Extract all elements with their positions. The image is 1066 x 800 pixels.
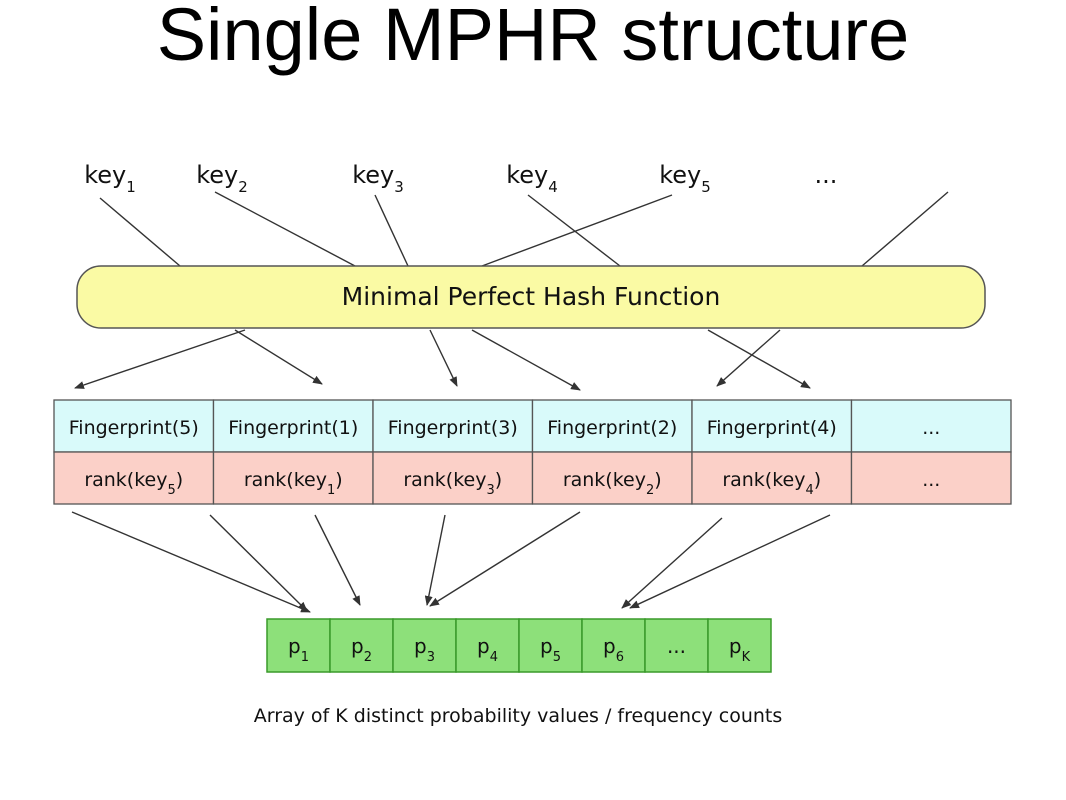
probability-cell: [707, 618, 772, 673]
fingerprint-label: Fingerprint(5): [69, 417, 199, 439]
rank-cell: [212, 451, 374, 505]
key-label-2: key2: [196, 161, 248, 196]
fingerprint-rank-table: Fingerprint(5) Fingerprint(1) Fingerprint(…: [53, 399, 1012, 505]
key5-line: [481, 194, 673, 267]
key-input-lines: [99, 191, 949, 267]
rank-label: rank(key5): [84, 469, 183, 498]
mphf-arrow-6: [707, 329, 811, 389]
rank-arrow-3: [314, 514, 361, 606]
probability-label: p5: [540, 634, 561, 665]
key-labels: key1 key2 key3 key4 key5...: [84, 161, 837, 196]
mphf-label: Minimal Perfect Hash Function: [342, 282, 721, 311]
rank-label: rank(key1): [244, 469, 343, 498]
rank-cell: [850, 451, 1012, 505]
mphf-arrow-4: [471, 329, 581, 391]
fingerprint-cell: [212, 399, 374, 453]
probability-label: p3: [414, 634, 435, 665]
fingerprint-cell: [53, 399, 215, 453]
key4-line: [527, 194, 621, 267]
key-more-line: [861, 191, 949, 267]
mphf-arrow-3: [429, 329, 458, 387]
mphf-arrow-2: [234, 329, 323, 385]
probability-label: p6: [603, 634, 624, 665]
key-label-4: key4: [506, 161, 558, 196]
rank-arrow-7: [629, 514, 831, 609]
key1-line: [99, 197, 181, 267]
rank-arrow-5: [429, 511, 581, 607]
fingerprint-label: Fingerprint(1): [228, 417, 358, 439]
probability-label: ...: [667, 634, 686, 658]
key-label-1: key1: [84, 161, 136, 196]
mphf-box: [76, 265, 986, 329]
probability-array: p1 p2 p3 p4 p5 p6... pK: [266, 618, 772, 673]
probability-label: pK: [729, 634, 751, 665]
key3-line: [374, 194, 409, 267]
fingerprint-label: Fingerprint(4): [707, 417, 837, 439]
mphf-arrow-1: [74, 329, 246, 389]
rank-label: ...: [922, 469, 940, 491]
rank-arrow-6: [621, 517, 723, 609]
rank-label: rank(key3): [403, 469, 502, 498]
array-caption: Array of K distinct probability values /…: [254, 705, 783, 727]
rank-label: rank(key2): [563, 469, 662, 498]
rank-arrow-2: [209, 514, 308, 612]
probability-cell: [392, 618, 457, 673]
probability-label: p2: [351, 634, 372, 665]
fingerprint-cell: [372, 399, 534, 453]
mphf-output-arrows: [74, 329, 811, 391]
rank-arrow-1: [71, 511, 311, 613]
probability-label: p1: [288, 634, 309, 665]
key-label-more: ...: [815, 161, 838, 189]
rank-cell: [531, 451, 693, 505]
rank-cell: [691, 451, 853, 505]
probability-cell: [581, 618, 646, 673]
key2-line: [214, 191, 356, 267]
mphf-arrow-5: [716, 329, 781, 387]
probability-cell: [329, 618, 394, 673]
probability-cell: [455, 618, 520, 673]
rank-to-probability-arrows: [71, 511, 831, 613]
key-label-3: key3: [352, 161, 404, 196]
fingerprint-label: Fingerprint(2): [547, 417, 677, 439]
rank-arrow-4: [424, 514, 446, 606]
fingerprint-label: ...: [922, 417, 940, 439]
key-label-5: key5: [659, 161, 711, 196]
slide-title: Single MPHR structure: [156, 0, 910, 76]
probability-label: p4: [477, 634, 498, 665]
rank-label: rank(key4): [722, 469, 821, 498]
probability-cell: [644, 618, 709, 673]
fingerprint-label: Fingerprint(3): [388, 417, 518, 439]
